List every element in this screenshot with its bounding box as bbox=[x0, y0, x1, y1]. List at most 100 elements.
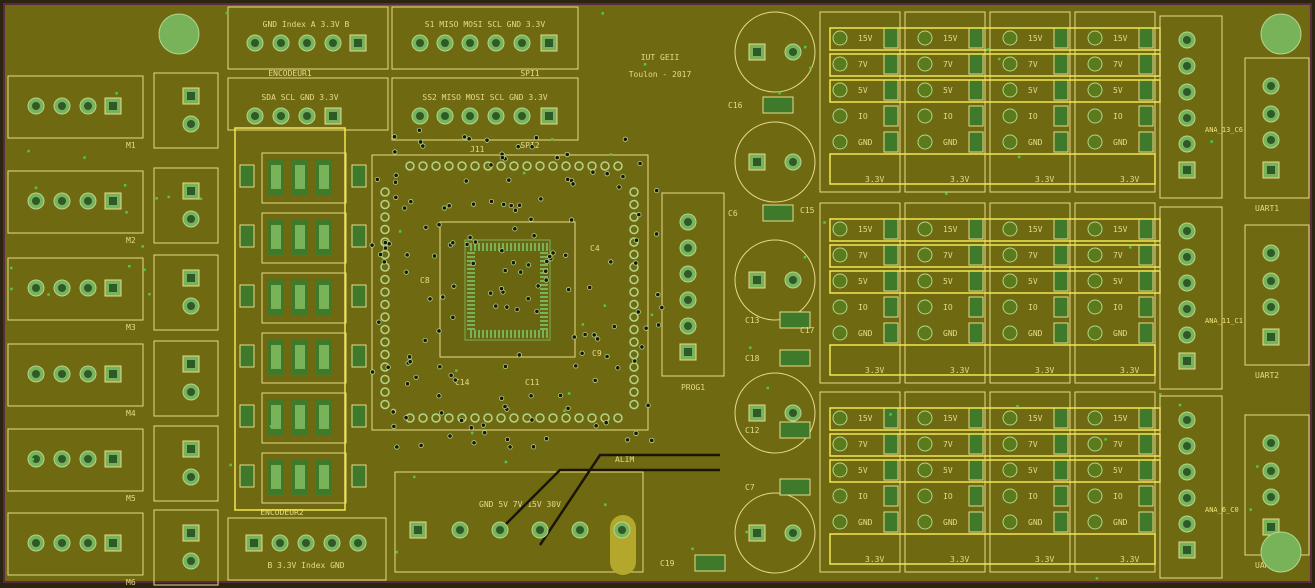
rail-label: GND bbox=[943, 329, 958, 338]
motor-label: M1 bbox=[126, 141, 136, 150]
j11-label: J11 bbox=[470, 145, 485, 154]
rail-label: 5V bbox=[1113, 466, 1123, 475]
rail-label: IO bbox=[858, 492, 868, 501]
capacitor-label: C19 bbox=[660, 559, 675, 568]
rail-label: 3.3V bbox=[1120, 175, 1139, 184]
rail-label: 7V bbox=[943, 440, 953, 449]
rail-label: 15V bbox=[1028, 414, 1043, 423]
ana-connector: ANA_6_C0 bbox=[1159, 395, 1239, 579]
rail-label: GND bbox=[1113, 518, 1128, 527]
rail-label: 5V bbox=[943, 86, 953, 95]
rail-label: 15V bbox=[858, 34, 873, 43]
smd-capacitor: C7 bbox=[745, 478, 811, 496]
rail-label: 3.3V bbox=[1035, 366, 1054, 375]
uart-connectors: UART1UART2UART3 bbox=[1244, 57, 1310, 570]
rail-label: 5V bbox=[943, 277, 953, 286]
rail-label: 3.3V bbox=[950, 555, 969, 564]
uart-label: UART1 bbox=[1255, 204, 1279, 213]
capacitor-label: C6 bbox=[728, 209, 738, 218]
rail-label: 5V bbox=[1028, 277, 1038, 286]
motor-connector: M5 bbox=[7, 425, 219, 503]
rail-label: GND bbox=[943, 518, 958, 527]
rail-label: 5V bbox=[1028, 466, 1038, 475]
ana-label: ANA_13_C6 bbox=[1205, 126, 1243, 134]
capacitor-label: C13 bbox=[745, 316, 760, 325]
rail-label: IO bbox=[1113, 492, 1123, 501]
rail-label: IO bbox=[1028, 303, 1038, 312]
capacitor-label: C7 bbox=[745, 483, 755, 492]
rail-label: 5V bbox=[1113, 86, 1123, 95]
smd-capacitor: C18 bbox=[745, 349, 811, 367]
rail-label: 15V bbox=[943, 225, 958, 234]
rail-label: IO bbox=[1113, 303, 1123, 312]
rail-label: GND bbox=[1028, 329, 1043, 338]
rail-label: GND bbox=[1028, 518, 1043, 527]
rail-label: GND bbox=[1113, 138, 1128, 147]
encoder1-label: ENCODEUR1 bbox=[268, 69, 312, 78]
rail-label: GND bbox=[858, 518, 873, 527]
rail-label: 7V bbox=[1113, 251, 1123, 260]
rail-label: IO bbox=[858, 112, 868, 121]
encoder2-pin-labels: B 3.3V Index GND bbox=[267, 561, 344, 570]
rail-label: 5V bbox=[1113, 277, 1123, 286]
rail-label: 5V bbox=[858, 86, 868, 95]
capacitor-label: C8 bbox=[420, 276, 430, 285]
rail-label: 15V bbox=[1028, 34, 1043, 43]
capacitor-label: C17 bbox=[800, 326, 815, 335]
rail-label: IO bbox=[943, 492, 953, 501]
rail-label: 3.3V bbox=[865, 555, 884, 564]
rail-label: 15V bbox=[1113, 414, 1128, 423]
driver-chips bbox=[239, 152, 367, 504]
rail-label: 3.3V bbox=[1035, 175, 1054, 184]
rail-label: GND bbox=[858, 138, 873, 147]
smd-capacitor: C8 bbox=[420, 276, 430, 285]
encoder1-header: GND Index A 3.3V B ENCODEUR1 bbox=[227, 6, 389, 78]
motor-connector: M6 bbox=[7, 509, 219, 587]
rail-label: GND bbox=[1113, 329, 1128, 338]
encoder2-header: ENCODEUR2 B 3.3V Index GND bbox=[227, 508, 387, 581]
smd-capacitor: C17 bbox=[800, 326, 815, 335]
prog-label: PROG1 bbox=[681, 383, 705, 392]
encoder1-pin-labels: GND Index A 3.3V B bbox=[263, 20, 350, 29]
capacitor-label: C15 bbox=[800, 206, 815, 215]
i2c-header: SDA SCL GND 3.3V bbox=[227, 77, 389, 131]
rail-label: 7V bbox=[858, 251, 868, 260]
motor-connector: M1 bbox=[7, 72, 219, 150]
i2c-pin-labels: SDA SCL GND 3.3V bbox=[261, 93, 338, 102]
motor-connector: M3 bbox=[7, 254, 219, 332]
rail-label: 7V bbox=[1113, 60, 1123, 69]
electrolytic-cap bbox=[734, 11, 816, 93]
driver-highlight bbox=[234, 127, 346, 511]
electrolytic-cap bbox=[734, 372, 816, 454]
rail-label: 15V bbox=[1028, 225, 1043, 234]
board-title: IUT GEII bbox=[641, 53, 680, 62]
spi1-header: S1 MISO MOSI SCL GND 3.3V SPI1 bbox=[391, 6, 579, 78]
rail-label: IO bbox=[1028, 112, 1038, 121]
rail-label: 3.3V bbox=[950, 366, 969, 375]
rail-label: 15V bbox=[858, 414, 873, 423]
rail-label: 3.3V bbox=[865, 175, 884, 184]
rail-label: 5V bbox=[858, 277, 868, 286]
component-pads bbox=[245, 34, 697, 552]
rail-label: 3.3V bbox=[950, 175, 969, 184]
rail-label: IO bbox=[943, 303, 953, 312]
rail-label: 7V bbox=[943, 251, 953, 260]
motor-label: M2 bbox=[126, 236, 136, 245]
rail-label: GND bbox=[858, 329, 873, 338]
motor-label: M4 bbox=[126, 409, 136, 418]
motor-connector: M4 bbox=[7, 340, 219, 418]
power-pin-labels: GND 5V 7V 15V 30V bbox=[479, 500, 561, 509]
uart-label: UART2 bbox=[1255, 371, 1279, 380]
smd-capacitor: C16 bbox=[728, 96, 794, 114]
rail-label: GND bbox=[1028, 138, 1043, 147]
rail-label: 15V bbox=[943, 34, 958, 43]
vias bbox=[10, 11, 1259, 580]
spi1-pin-labels: S1 MISO MOSI SCL GND 3.3V bbox=[425, 20, 546, 29]
rail-label: 7V bbox=[1028, 440, 1038, 449]
rail-label: 15V bbox=[943, 414, 958, 423]
electrolytic-cap bbox=[734, 492, 816, 574]
rail-label: 5V bbox=[943, 466, 953, 475]
